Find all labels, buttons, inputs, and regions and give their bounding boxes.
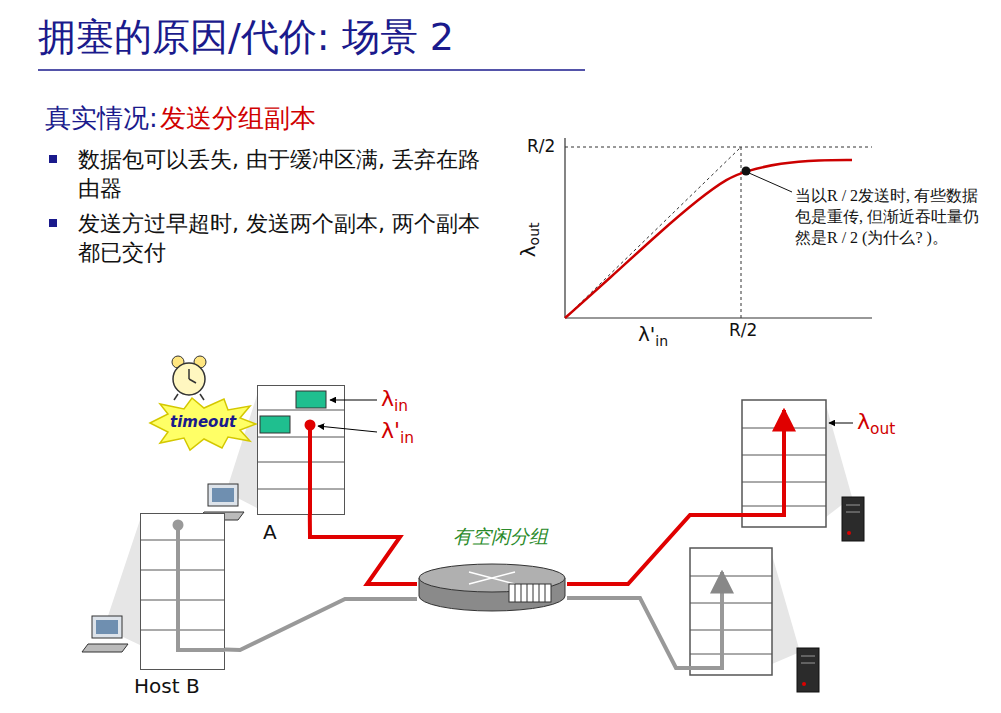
send-point [173,520,184,531]
host-rack: Host B [140,513,225,670]
server-rack [690,548,772,675]
rate-label: λout [857,409,895,439]
flow-line [178,525,225,650]
bullet [49,219,57,227]
bullet [49,155,57,163]
chart-axes [565,138,872,318]
computer-icon [82,616,128,652]
node-label: Host B [134,674,200,698]
callout-note: 当以R / 2发送时, 有些数据包是重传, 但渐近吞吐量仍然是R / 2 (为什… [795,186,983,248]
flow-line [308,425,312,515]
pointer-arrow [829,423,853,424]
alarm-clock-icon [172,356,206,400]
link-line [310,515,417,584]
bullet-text: 数据包可以丢失, 由于缓冲区满, 丢弃在路由器 [78,146,498,203]
slide-title: 拥塞的原因/代价: 场景 2 [38,12,454,63]
title-rule [38,69,585,71]
pointer-arrow [318,426,377,432]
packet [296,391,326,408]
server-icon [842,497,864,541]
timeout-burst [150,398,256,450]
axis-label: λ'in [638,322,668,350]
rate-label: λ'in [381,418,414,448]
flow-line [567,410,784,584]
axis-tick: R/2 [527,136,555,156]
axis-label: λout [516,222,544,257]
pointer-arrow [330,400,377,401]
node-label: 有空闲分组 [453,524,548,550]
router: 有空闲分组 [417,562,567,612]
axis-tick: R/2 [729,320,757,340]
heading: 发送分组副本 [160,103,316,134]
callout-leader [749,173,792,192]
timeout-label: timeout [170,413,236,431]
send-point [305,420,316,431]
packet [260,416,290,433]
heading: 真实情况: [45,103,158,134]
node-label: A [263,520,277,544]
rate-label: λin [381,386,408,416]
bullet-text: 发送方过早超时, 发送两个副本, 两个副本都已交付 [78,210,498,267]
operating-point [742,167,751,176]
router-shape [417,562,567,612]
link-line [225,599,417,650]
rack-rows [140,410,345,630]
server-icon [797,648,819,692]
flow-line [567,572,722,668]
